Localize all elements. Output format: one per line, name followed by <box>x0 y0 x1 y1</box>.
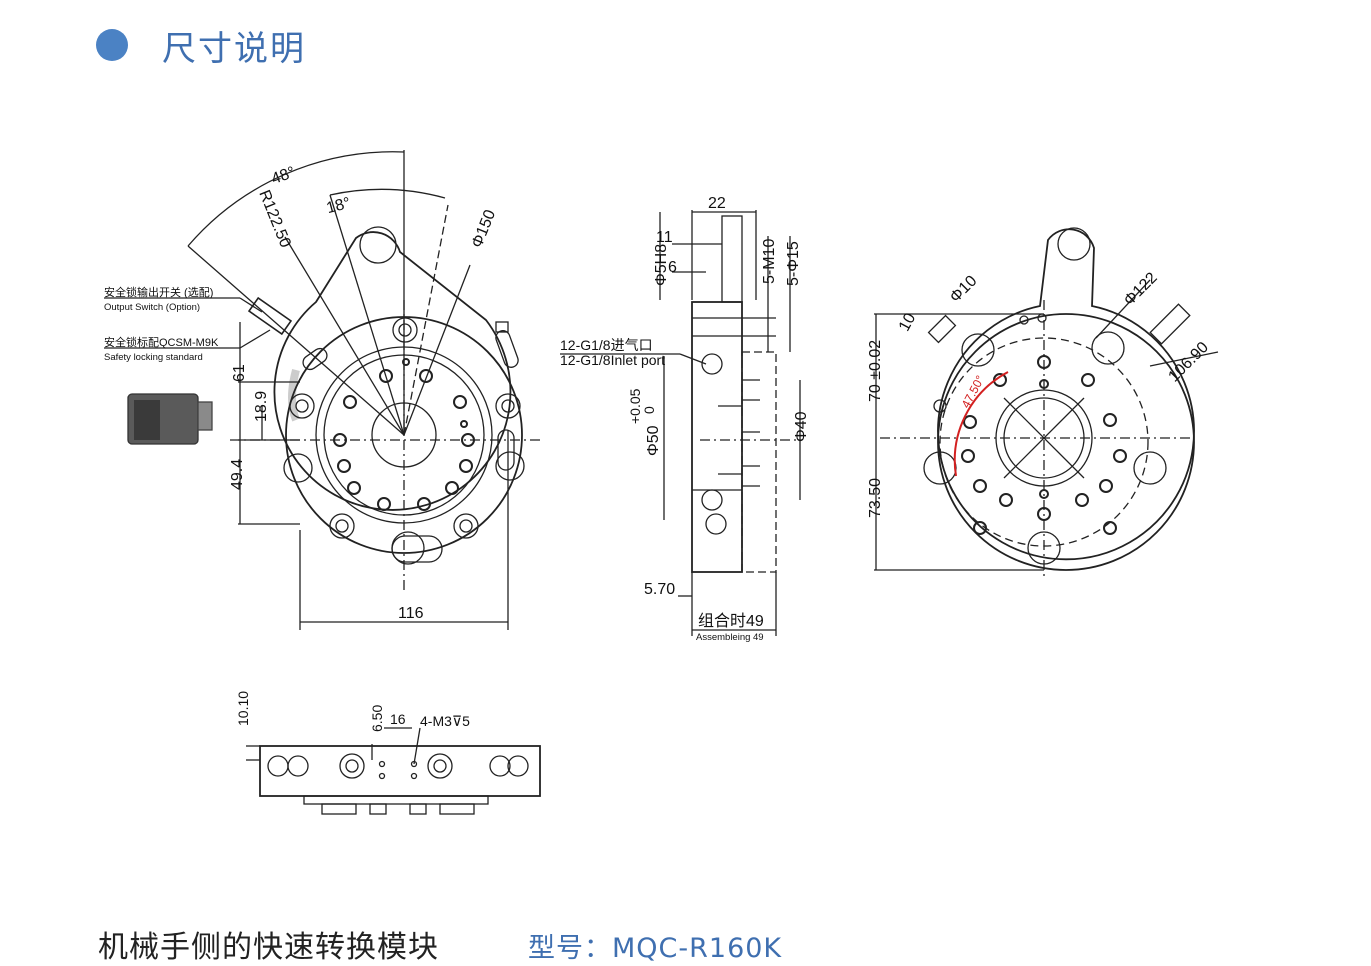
dim-22: 22 <box>708 195 726 212</box>
dim-dia15: 5-Φ15 <box>785 241 802 286</box>
dim-11: 11 <box>656 229 673 246</box>
inlet-label-cn: 12-G1/8进气口 <box>560 337 653 353</box>
lock-label-en: Safety locking standard <box>104 352 203 363</box>
dim-dia50: Φ50 <box>645 425 662 456</box>
dim-tolerance-zero: 0 <box>641 406 657 414</box>
section-header: 尺寸说明 <box>96 20 306 70</box>
dim-116: 116 <box>398 605 424 622</box>
dim-dia5h8: Φ5H8 <box>653 244 670 286</box>
dim-16: 16 <box>390 711 406 727</box>
back-view <box>874 227 1219 580</box>
assembly-label-en: Assembleing 49 <box>696 632 764 643</box>
dim-18-9: 18.9 <box>253 391 270 422</box>
model-label: 型号：MQC-R160K <box>528 933 783 964</box>
dim-dia122: Φ122 <box>1121 269 1161 309</box>
header-bullet-icon <box>96 29 128 61</box>
side-view <box>560 210 801 636</box>
inlet-label-en: 12-G1/8Inlet port <box>560 352 665 368</box>
dim-73-50: 73.50 <box>867 478 884 518</box>
dim-106-90: 106.90 <box>1165 339 1212 386</box>
dim-dia150: Φ150 <box>469 207 500 250</box>
dim-6: 6 <box>668 259 677 276</box>
bottom-view <box>246 727 541 815</box>
assembly-label-cn: 组合时49 <box>698 612 764 630</box>
dim-m3: 4-M3⊽5 <box>420 713 470 729</box>
dim-6-50: 6.50 <box>369 705 385 732</box>
dim-70: 70 ±0.02 <box>867 340 884 402</box>
dim-61: 61 <box>231 364 248 382</box>
dim-dia10: Φ10 <box>947 272 981 306</box>
dim-tolerance: +0.05 <box>627 388 643 424</box>
dim-angle-18: 18° <box>325 195 353 218</box>
lock-label-cn: 安全锁标配QCSM-M9K <box>104 335 219 349</box>
dim-radius: R122.50 <box>255 188 293 251</box>
dim-dia40: Φ40 <box>793 411 810 442</box>
section-title: 尺寸说明 <box>162 28 306 69</box>
safety-lock-sensor-image <box>127 393 213 445</box>
dim-49-4: 49.4 <box>229 459 246 490</box>
switch-label-cn: 安全锁输出开关 (选配) <box>104 285 213 299</box>
dim-angle-48: 48° <box>269 164 298 188</box>
front-view <box>104 150 540 630</box>
product-name: 机械手侧的快速转换模块 <box>98 930 439 965</box>
dim-5-70: 5.70 <box>644 581 675 598</box>
dim-m10: 5-M10 <box>761 239 778 284</box>
dim-10: 10 <box>896 310 919 334</box>
switch-label-en: Output Switch (Option) <box>104 302 200 313</box>
dim-10-10: 10.10 <box>235 691 251 726</box>
